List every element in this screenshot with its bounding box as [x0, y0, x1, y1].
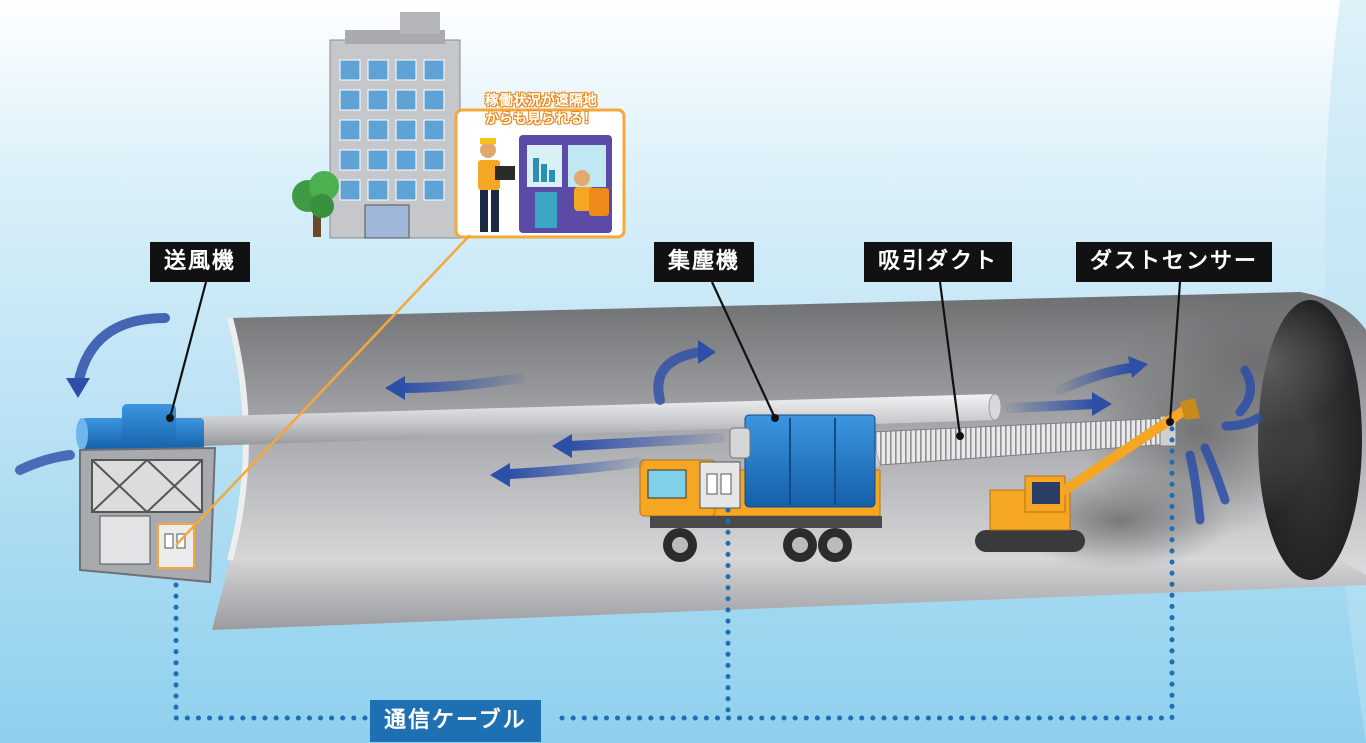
- remote-monitoring-callout: [454, 108, 626, 239]
- airflow-arrows: [15, 313, 1263, 525]
- building-window: [367, 89, 389, 111]
- building-window: [367, 149, 389, 171]
- building-window: [395, 179, 417, 201]
- building-window: [423, 149, 445, 171]
- communication-cable: [173, 423, 1175, 721]
- remote-link-line: [175, 234, 471, 546]
- building-window: [423, 179, 445, 201]
- building-window: [395, 59, 417, 81]
- building-window: [339, 119, 361, 141]
- building-windows: [339, 59, 445, 201]
- building-window: [367, 119, 389, 141]
- blower-stand: [79, 446, 217, 584]
- building-window: [395, 89, 417, 111]
- suction-duct-pointer-dot: [956, 432, 964, 440]
- building-window: [339, 89, 361, 111]
- building-window: [339, 59, 361, 81]
- dust-collector-pointer-dot: [771, 414, 779, 422]
- building-window: [395, 149, 417, 171]
- blower-pointer-dot: [166, 414, 174, 422]
- communication-cable-label: 通信ケーブル: [370, 700, 541, 742]
- building-window: [423, 89, 445, 111]
- building-window: [395, 119, 417, 141]
- callout-line-1: 稼働状況が遠隔地: [485, 93, 597, 109]
- dust-sensor-pointer-dot: [1166, 418, 1174, 426]
- label-leader-lines: [168, 281, 1182, 437]
- building-window: [367, 179, 389, 201]
- tree-icon: [292, 171, 339, 237]
- suction-duct-label: 吸引ダクト: [864, 242, 1013, 282]
- building-window: [423, 119, 445, 141]
- worker-with-tablet-icon: [478, 138, 515, 232]
- blower-label: 送風機: [150, 242, 251, 282]
- remote-monitoring-text: 稼働状況が遠隔地 からも見られる！: [458, 92, 624, 128]
- building-window: [339, 149, 361, 171]
- building-window: [367, 59, 389, 81]
- dust-collector-label: 集塵機: [654, 242, 755, 282]
- callout-line-2: からも見られる！: [485, 111, 597, 127]
- excavator-icon: [975, 398, 1200, 552]
- building-window: [423, 59, 445, 81]
- blower-fan-icon: [76, 404, 204, 452]
- building-window: [339, 179, 361, 201]
- dust-collector-truck: [639, 414, 882, 562]
- dust-sensor-label: ダストセンサー: [1076, 242, 1273, 282]
- ventilation-pipe: [80, 393, 1002, 450]
